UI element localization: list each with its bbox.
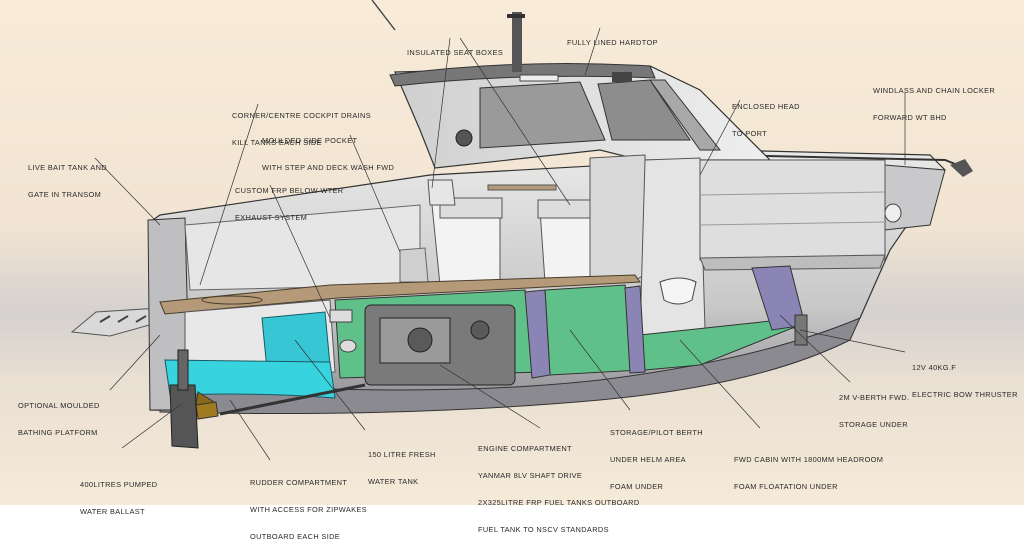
- label-fully-lined-hardtop: FULLY LINED HARDTOP: [567, 38, 658, 47]
- label-enclosed-head: ENCLOSED HEAD TO PORT: [732, 102, 800, 138]
- cabin-superstructure: [371, 0, 772, 169]
- label-bow-thruster: 12V 40KG.F ELECTRIC BOW THRUSTER: [912, 363, 1018, 399]
- cockpit-deck: [159, 274, 641, 315]
- head-and-fwd-cabin: [589, 154, 886, 336]
- label-insulated-seat-boxes: INSULATED SEAT BOXES: [407, 48, 504, 57]
- label-fwd-cabin: FWD CABIN WITH 1800MM HEADROOM FOAM FLOA…: [734, 455, 884, 491]
- boat-cutaway-diagram: [0, 0, 1024, 505]
- label-water-ballast: 400LITRES PUMPED WATER BALLAST: [80, 480, 158, 516]
- cockpit: [184, 204, 429, 291]
- below-deck: [164, 265, 806, 399]
- label-exhaust: CUSTOM FRP BELOW WTER EXHAUST SYSTEM: [235, 186, 344, 222]
- label-fresh-water: 150 LITRE FRESH WATER TANK: [368, 450, 436, 486]
- propulsion: [169, 349, 366, 449]
- label-live-bait: LIVE BAIT TANK AND GATE IN TRANSOM: [28, 163, 107, 199]
- label-windlass: WINDLASS AND CHAIN LOCKER FORWARD WT BHD: [873, 86, 996, 122]
- label-bathing-platform: OPTIONAL MOULDED BATHING PLATFORM: [18, 401, 100, 437]
- label-rudder-compartment: RUDDER COMPARTMENT WITH ACCESS FOR ZIPWA…: [250, 478, 367, 541]
- label-side-pocket: MOULDED SIDE POCKET WITH STEP AND DECK W…: [262, 136, 395, 172]
- leader-lines: [94, 27, 906, 461]
- label-v-berth: 2M V-BERTH FWD. STORAGE UNDER: [839, 393, 910, 429]
- label-cockpit-drains: CORNER/CENTRE COCKPIT DRAINS KILL TANKS …: [232, 111, 372, 147]
- label-storage-berth: STORAGE/PILOT BERTH UNDER HELM AREA FOAM…: [610, 428, 703, 491]
